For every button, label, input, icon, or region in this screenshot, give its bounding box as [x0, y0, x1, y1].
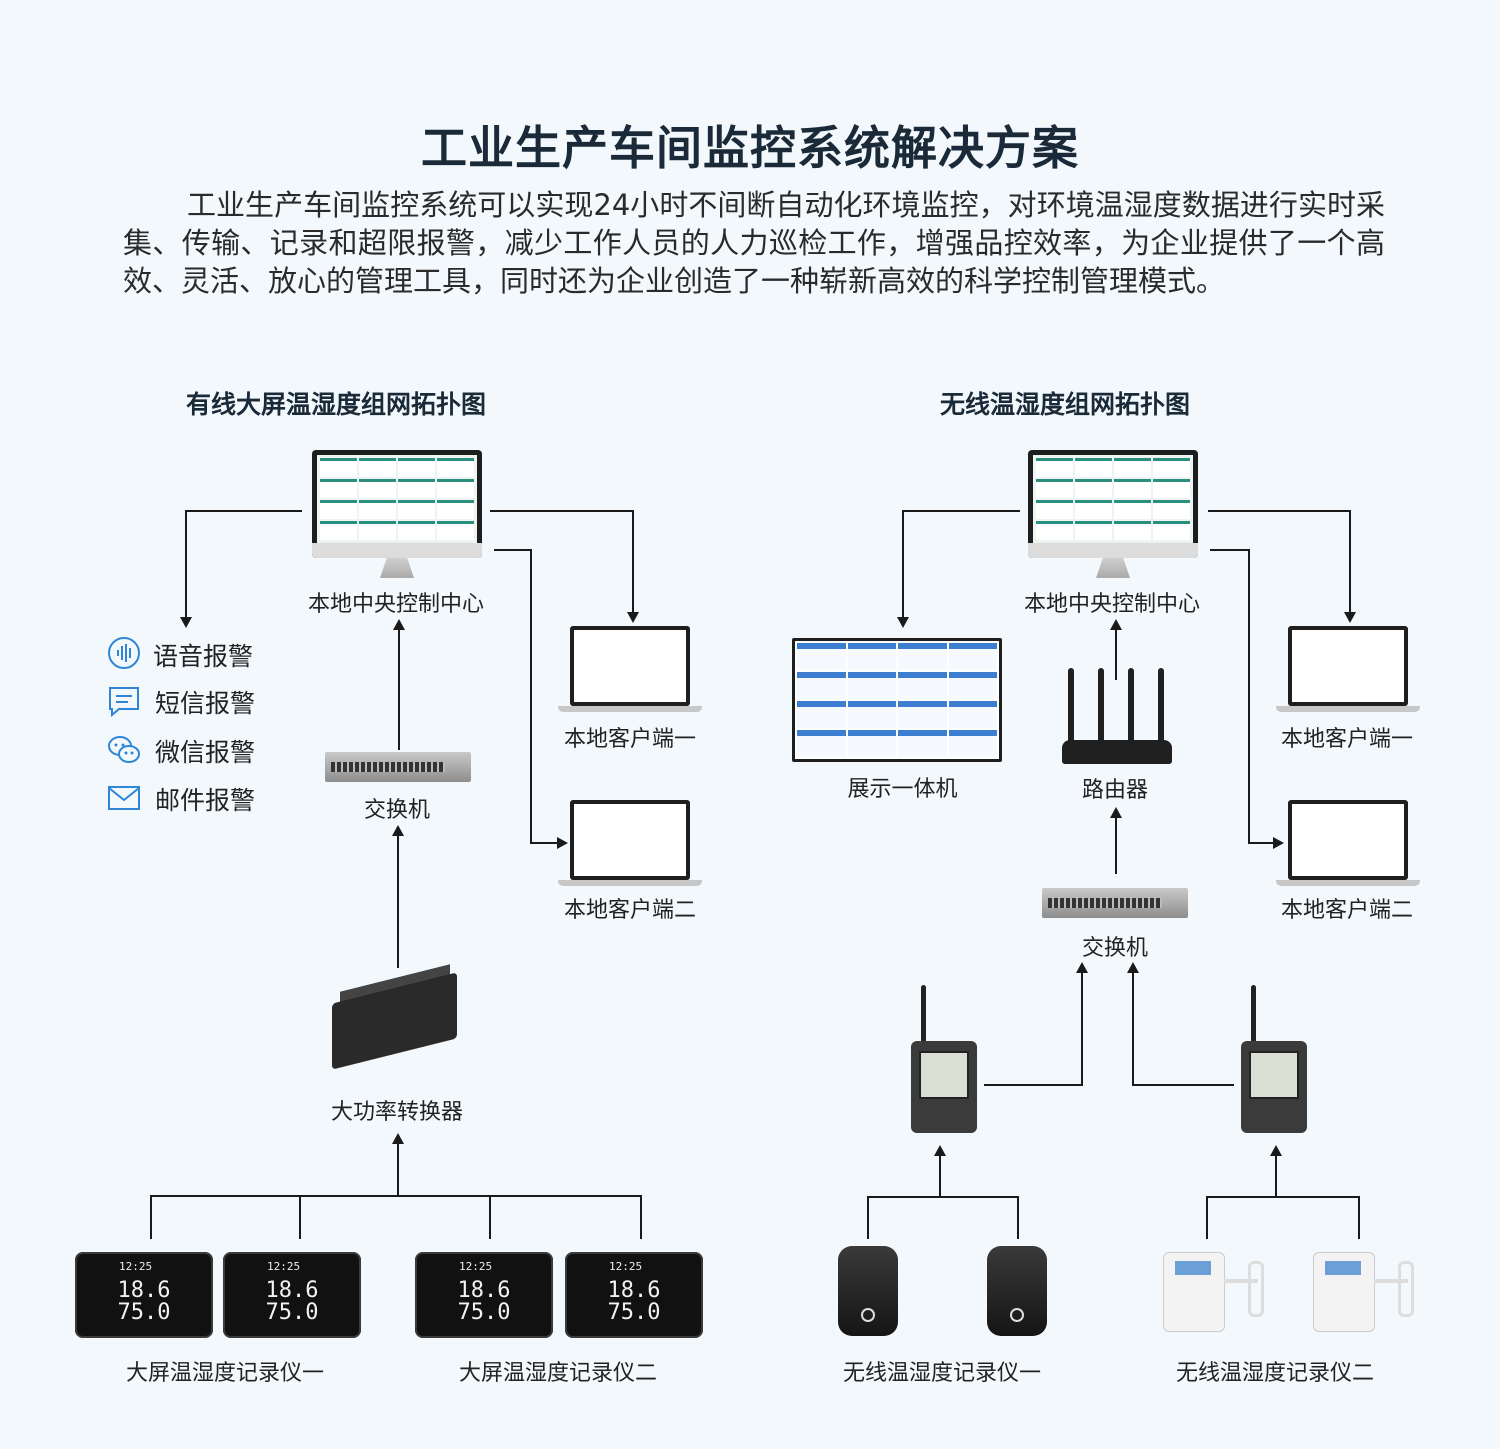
- email-alarm-icon: [107, 781, 141, 815]
- router-device: [1062, 668, 1172, 764]
- alert-label-voice: 语音报警: [153, 642, 254, 671]
- wired-control-center-monitor: [312, 450, 482, 582]
- display-panel-label: 展示一体机: [847, 777, 958, 802]
- wired-recorder2-label: 大屏温湿度记录仪二: [458, 1361, 657, 1386]
- led-recorder-2a: 12:25 18.6 75.0: [415, 1252, 553, 1338]
- wired-converter-label: 大功率转换器: [330, 1100, 463, 1125]
- wireless-logger-white-2: [1313, 1252, 1414, 1332]
- sms-alarm-icon: [107, 684, 141, 718]
- wired-client1-laptop: [558, 626, 702, 716]
- alert-label-email: 邮件报警: [155, 786, 256, 815]
- wireless-client1-laptop: [1276, 626, 1420, 716]
- intro-paragraph: 工业生产车间监控系统可以实现24小时不间断自动化环境监控，对环境温湿度数据进行实…: [123, 188, 1385, 298]
- led-recorder-2b: 12:25 18.6 75.0: [565, 1252, 703, 1338]
- wireless-switch-label: 交换机: [1081, 936, 1148, 961]
- wireless-client2-label: 本地客户端二: [1280, 898, 1413, 923]
- wired-client2-label: 本地客户端二: [563, 898, 696, 923]
- wireless-recorder2-label: 无线温湿度记录仪二: [1175, 1361, 1374, 1386]
- wireless-recorder1-label: 无线温湿度记录仪一: [842, 1361, 1041, 1386]
- wireless-client2-laptop: [1276, 800, 1420, 890]
- led-recorder-1b: 12:25 18.6 75.0: [223, 1252, 361, 1338]
- wireless-client1-label: 本地客户端一: [1280, 727, 1413, 752]
- wired-client1-label: 本地客户端一: [563, 727, 696, 752]
- wired-control-center-label: 本地中央控制中心: [307, 592, 484, 617]
- wireless-logger-black-1: [838, 1246, 898, 1336]
- page-title: 工业生产车间监控系统解决方案: [421, 121, 1079, 175]
- wechat-alarm-icon: [107, 733, 141, 767]
- wireless-gateway-2: [1239, 985, 1311, 1135]
- wireless-control-center-label: 本地中央控制中心: [1023, 592, 1200, 617]
- wired-recorder1-label: 大屏温湿度记录仪一: [125, 1361, 324, 1386]
- wireless-topology-title: 无线温湿度组网拓扑图: [940, 390, 1191, 419]
- wireless-switch-device: [1042, 888, 1188, 918]
- display-panel-device: [792, 638, 1002, 762]
- wired-converter-device: [322, 964, 472, 1080]
- led-recorder-1a: 12:25 18.6 75.0: [75, 1252, 213, 1338]
- wireless-gateway-1: [909, 985, 981, 1135]
- wired-topology-title: 有线大屏温湿度组网拓扑图: [186, 390, 487, 419]
- wireless-logger-white-1: [1163, 1252, 1264, 1332]
- wireless-control-center-monitor: [1028, 450, 1198, 582]
- router-label: 路由器: [1081, 778, 1148, 803]
- alert-label-sms: 短信报警: [155, 689, 256, 718]
- voice-alarm-icon: [107, 636, 141, 670]
- alert-label-wechat: 微信报警: [155, 738, 256, 767]
- wired-switch-label: 交换机: [363, 798, 430, 823]
- wireless-logger-black-2: [987, 1246, 1047, 1336]
- wired-switch-device: [325, 752, 471, 782]
- wired-client2-laptop: [558, 800, 702, 890]
